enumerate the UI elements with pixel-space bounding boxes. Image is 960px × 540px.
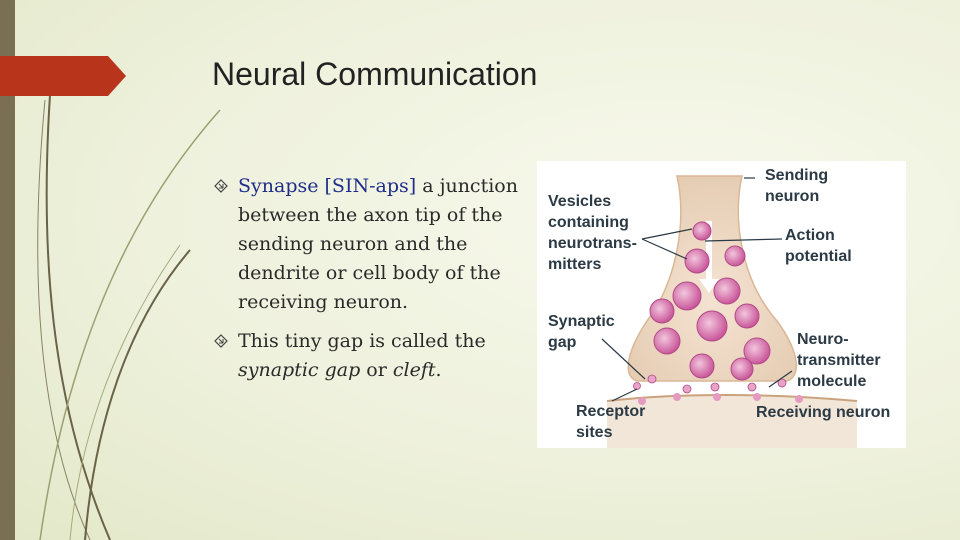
label-receptor-sites: Receptor sites (576, 403, 646, 441)
synapse-illustration (601, 175, 858, 448)
left-decorative-bar (0, 0, 15, 540)
bullet-synaptic-gap: This tiny gap is called the synaptic gap… (214, 327, 524, 385)
label-synaptic-gap: Synaptic gap (548, 313, 615, 351)
label-leader-lines (601, 177, 793, 402)
cleft-term: cleft (392, 359, 436, 381)
receiving-neuron-membrane (607, 395, 857, 448)
bullet-synapse: Synapse [SIN-aps] a junction between the… (214, 172, 524, 317)
label-vesicles: Vesicles containing neurotrans- mitters (548, 193, 637, 273)
synaptic-gap-term: synaptic gap (238, 359, 361, 381)
synapse-diagram: Sending neuron Vesicles containing neuro… (537, 161, 906, 448)
vesicles (649, 221, 771, 381)
neurotransmitter-molecules (633, 374, 787, 394)
diamond-bullet-icon (214, 179, 228, 193)
gap-text-end: . (435, 359, 442, 381)
synapse-definition: a junction between the axon tip of the s… (238, 175, 518, 313)
gap-text-start: This tiny gap is called the (238, 330, 486, 352)
label-neurotransmitter: Neuro- transmitter molecule (797, 331, 881, 390)
title-accent-marker (0, 56, 126, 96)
diamond-bullet-icon (214, 334, 228, 348)
bullet-list: Synapse [SIN-aps] a junction between the… (214, 172, 524, 395)
label-action-potential: Action potential (785, 227, 852, 265)
label-sending-neuron: Sending neuron (765, 167, 829, 205)
synapse-term: Synapse [SIN-aps] (238, 175, 417, 197)
gap-text-mid: or (360, 359, 393, 381)
receptor-sites (638, 393, 803, 405)
label-receiving-neuron: Receiving neuron (756, 404, 891, 421)
slide-title: Neural Communication (212, 56, 538, 92)
decorative-swoosh-lines (37, 94, 221, 540)
